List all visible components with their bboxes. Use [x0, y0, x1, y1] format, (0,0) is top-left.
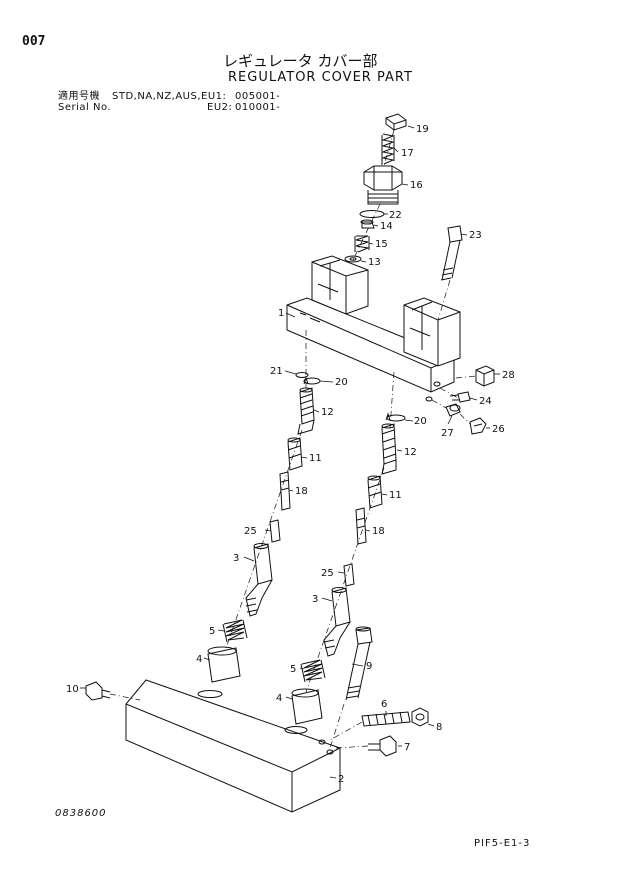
- callout-1: 1: [278, 308, 284, 319]
- right-piston-3: [323, 587, 351, 657]
- callout-26: 26: [492, 424, 505, 435]
- part-26-plug: [469, 417, 487, 435]
- part-6-adjust-screw: [361, 711, 411, 727]
- serial-range-1: 005001-: [235, 91, 281, 102]
- callout-15: 15: [375, 239, 388, 250]
- callout-6: 6: [381, 699, 387, 710]
- part-16-plug: [363, 165, 403, 205]
- right-spool-12: [381, 412, 397, 475]
- callout-14: 14: [380, 221, 393, 232]
- drawing-number: 0838600: [55, 808, 107, 819]
- callout-16: 16: [410, 180, 423, 191]
- part-14-ball: [360, 219, 375, 229]
- right-spring-5: [300, 659, 326, 683]
- callout-18-right: 18: [372, 526, 385, 537]
- part-7-plug: [368, 735, 397, 757]
- callout-23: 23: [469, 230, 482, 241]
- assembly-lines: [109, 129, 477, 749]
- right-pin-25: [343, 563, 355, 587]
- callout-4-right: 4: [276, 693, 282, 704]
- part-28-plug: [475, 365, 495, 387]
- part-13-seat: [344, 255, 362, 263]
- callout-11-left: 11: [309, 453, 322, 464]
- part-22-o-ring: [359, 210, 385, 218]
- serial-range-2: 010001-: [235, 102, 281, 113]
- callout-7: 7: [404, 742, 410, 753]
- part-2-cover-block: [125, 679, 341, 813]
- serial-no-label: Serial No.: [58, 102, 112, 113]
- sheet-code: PIF5-E1-3: [474, 838, 531, 849]
- left-cap-4: [207, 646, 241, 683]
- leader-lines: [80, 125, 500, 779]
- callout-22: 22: [389, 210, 402, 221]
- callout-21: 21: [270, 366, 283, 377]
- callout-27: 27: [441, 428, 454, 439]
- part-24-plug: [449, 391, 471, 403]
- part-19-screw: [385, 113, 407, 131]
- part-1-housing: [286, 255, 461, 402]
- part-17-spring: [381, 133, 395, 165]
- part-23-bolt: [440, 225, 463, 281]
- callout-25-right: 25: [321, 568, 334, 579]
- callout-18-left: 18: [295, 486, 308, 497]
- part-27-plug: [445, 403, 461, 417]
- left-rod-18: [279, 471, 291, 511]
- callout-3-left: 3: [233, 553, 239, 564]
- left-spring-5: [222, 619, 248, 643]
- callout-9: 9: [366, 661, 372, 672]
- page-number: 007: [22, 34, 46, 49]
- callout-20-left: 20: [335, 377, 348, 388]
- right-cap-4: [291, 688, 323, 725]
- eu2-label: EU2:: [207, 102, 233, 113]
- callout-5-left: 5: [209, 626, 215, 637]
- callout-2: 2: [338, 774, 344, 785]
- model-list: STD,NA,NZ,AUS,EU1:: [112, 91, 227, 102]
- callout-28: 28: [502, 370, 515, 381]
- part-21-seal: [295, 372, 309, 378]
- callout-10: 10: [66, 684, 79, 695]
- callout-labels: 19 17 16 22 14 15 13 23 1 21 20 20 12 11…: [66, 124, 515, 785]
- callout-4-left: 4: [196, 654, 202, 665]
- callout-13: 13: [368, 257, 381, 268]
- left-pin-25: [269, 519, 281, 543]
- callout-25-left: 25: [244, 526, 257, 537]
- callout-12-right: 12: [404, 447, 417, 458]
- callout-11-right: 11: [389, 490, 402, 501]
- callout-24: 24: [479, 396, 492, 407]
- applicability-label: 適用号機: [58, 91, 100, 102]
- part-8-nut: [411, 707, 429, 727]
- callout-3-right: 3: [312, 594, 318, 605]
- title-japanese: レギュレータ カバー部: [223, 52, 378, 70]
- part-10-plug: [85, 681, 111, 701]
- callout-17: 17: [401, 148, 414, 159]
- part-9-bolt: [345, 626, 373, 701]
- callout-5-right: 5: [290, 664, 296, 675]
- callout-20-right: 20: [414, 416, 427, 427]
- callout-19: 19: [416, 124, 429, 135]
- callout-12-left: 12: [321, 407, 334, 418]
- title-english: REGULATOR COVER PART: [228, 70, 413, 85]
- left-sleeve-11: [287, 437, 303, 471]
- callout-8: 8: [436, 722, 442, 733]
- part-15-spring: [354, 235, 370, 253]
- right-rod-18: [355, 507, 367, 545]
